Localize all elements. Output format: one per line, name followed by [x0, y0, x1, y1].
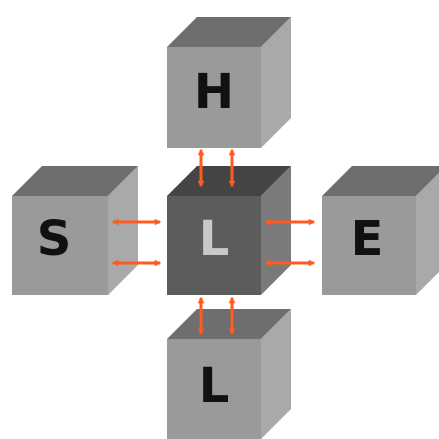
block-top: H	[167, 17, 291, 148]
block-bottom: L	[167, 309, 291, 439]
block-center-letter: L	[199, 211, 230, 267]
block-right: E	[322, 166, 439, 295]
block-right-letter: E	[351, 211, 384, 267]
block-center: L	[167, 166, 291, 295]
block-bottom-letter: L	[199, 358, 230, 414]
block-left: S	[12, 166, 138, 295]
block-top-letter: H	[194, 64, 234, 120]
block-left-letter: S	[37, 211, 72, 267]
